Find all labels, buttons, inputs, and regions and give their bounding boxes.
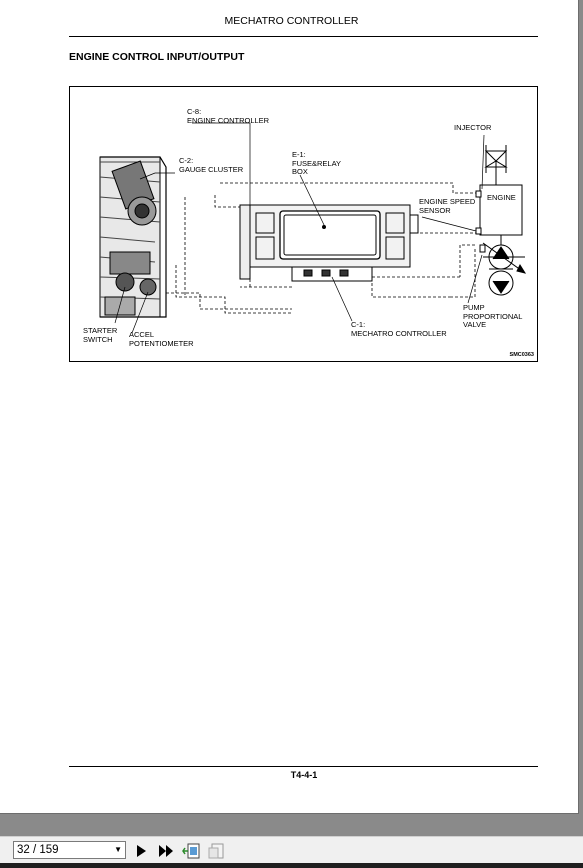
figure-code: SMC0363 — [509, 352, 534, 358]
label-fuse-relay-box: E-1: FUSE&RELAY BOX — [292, 150, 342, 176]
single-page-button[interactable] — [206, 841, 226, 861]
diagram-drawing — [99, 122, 527, 334]
bottom-strip — [0, 863, 583, 868]
page-header-title: MECHATRO CONTROLLER — [224, 15, 359, 27]
label-pump-proportional-valve: PUMP PROPORTIONAL VALVE — [463, 303, 523, 329]
header-rule — [69, 36, 538, 37]
footer-rule — [69, 766, 538, 767]
last-page-icon — [159, 845, 173, 857]
next-page-icon — [137, 845, 146, 857]
signal-lines — [166, 182, 476, 314]
page-indicator: 32 / 159 — [17, 844, 59, 856]
last-page-button[interactable] — [156, 841, 176, 861]
label-mechatro-controller: C-1: MECHATRO CONTROLLER — [351, 320, 447, 338]
label-accel-potentiometer: ACCEL POTENTIOMETER — [129, 330, 194, 348]
label-injector: INJECTOR — [454, 123, 492, 132]
fit-page-button[interactable] — [181, 841, 201, 861]
engine-control-diagram: C-8: ENGINE CONTROLLER C-2: GAUGE CLUSTE… — [69, 86, 538, 362]
controller-assembly — [239, 204, 419, 282]
next-page-button[interactable] — [132, 841, 152, 861]
section-title: ENGINE CONTROL INPUT/OUTPUT — [69, 51, 245, 63]
cab-illustration — [99, 156, 167, 318]
label-starter-switch: STARTER SWITCH — [83, 326, 118, 344]
label-gauge-cluster: C-2: GAUGE CLUSTER — [179, 156, 244, 174]
label-engine: ENGINE — [487, 193, 516, 202]
leader-lines — [114, 122, 485, 334]
footer-page-label: T4-4-1 — [290, 770, 318, 780]
document-page: MECHATRO CONTROLLER ENGINE CONTROL INPUT… — [0, 0, 579, 814]
fit-page-icon — [182, 843, 200, 859]
label-engine-controller: C-8: ENGINE CONTROLLER — [187, 107, 270, 125]
single-page-icon — [208, 843, 224, 859]
chevron-down-icon: ▼ — [114, 845, 122, 854]
viewer-toolbar: 32 / 159 ▼ — [0, 836, 583, 864]
engine-pump-schematic — [475, 145, 527, 296]
page-number-select[interactable]: 32 / 159 ▼ — [13, 841, 126, 859]
label-engine-speed-sensor: ENGINE SPEED SENSOR — [419, 197, 476, 215]
